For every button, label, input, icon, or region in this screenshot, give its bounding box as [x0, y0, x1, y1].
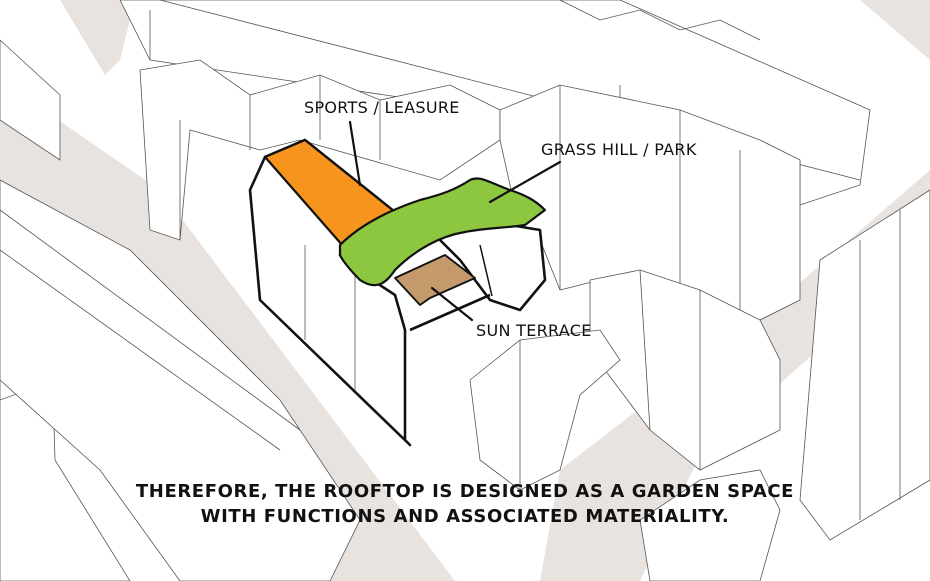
building-far-left	[0, 39, 61, 161]
building-bottom-edge	[639, 469, 781, 581]
grass-hill-park-label: GRASS HILL / PARK	[541, 140, 697, 159]
building-right-corner	[589, 269, 781, 471]
building-far-right	[799, 189, 930, 541]
sun-leader-line	[430, 286, 474, 322]
sun-terrace-label: SUN TERRACE	[476, 321, 592, 340]
street-top-left	[60, 0, 135, 75]
caption-line-1: THEREFORE, THE ROOFTOP IS DESIGNED AS A …	[135, 481, 795, 502]
street-top-right	[640, 0, 930, 60]
street-left	[0, 80, 455, 581]
grass-hill-park-zone	[338, 177, 547, 287]
building-left-lower	[0, 179, 361, 581]
grass-leader-line	[488, 160, 562, 204]
sun-terrace-zone	[394, 254, 476, 306]
leader-lines	[348, 120, 562, 322]
sports-leader-line	[348, 120, 362, 187]
sports-leasure-label: SPORTS / LEASURE	[304, 98, 460, 117]
caption-line-2: WITH FUNCTIONS AND ASSOCIATED MATERIALIT…	[200, 506, 730, 527]
building-bottom-right	[469, 329, 621, 491]
